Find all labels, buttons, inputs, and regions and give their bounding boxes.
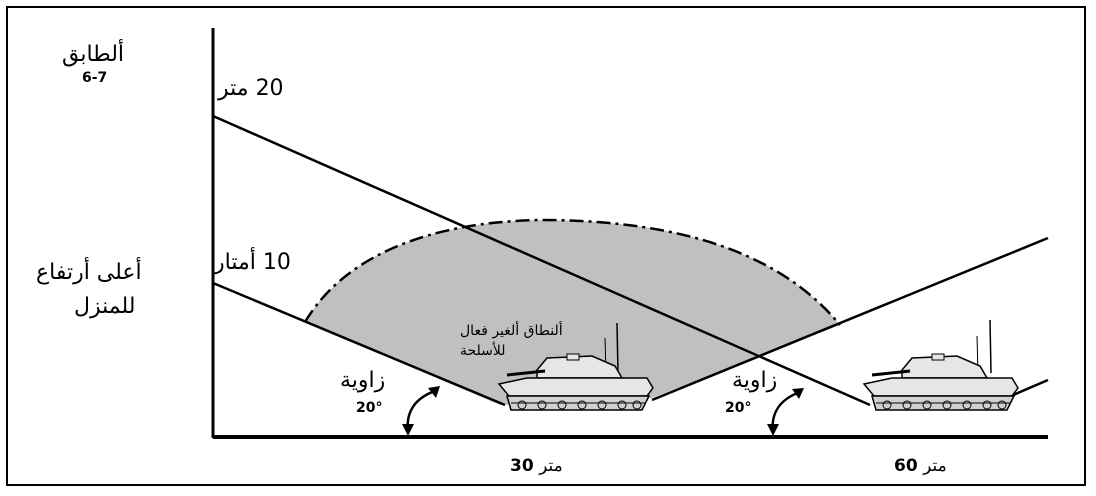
distance-30m-number: 30 — [510, 456, 534, 476]
angle-left-word: زاوية — [340, 368, 386, 393]
distance-60m-unit: متر — [923, 456, 947, 476]
dead-zone-label-line2: للأسلحة — [460, 343, 506, 359]
angle-arrow-right-head-bottom — [767, 424, 779, 436]
tank1-max-elevation-line — [651, 236, 1049, 402]
angle-arrow-left-head-bottom — [402, 424, 414, 436]
angle-arrow-left-head-top — [428, 386, 440, 398]
angle-left-degrees: 20° — [356, 400, 383, 416]
dead-zone-boundary — [303, 218, 841, 326]
floor-number: 6-7 — [82, 70, 108, 86]
distance-30m-unit: متر — [539, 456, 563, 476]
angle-arrow-right-head-top — [792, 388, 804, 399]
house-height-label-line2: للمنزل — [74, 294, 136, 319]
tank-icon — [862, 319, 1019, 411]
distance-60m-label: متر 60 — [894, 456, 947, 476]
height-10m-label: 10 أمتار — [214, 250, 291, 275]
line-of-fire-10m — [212, 281, 506, 407]
dead-zone-area — [305, 220, 840, 405]
angle-right-word: زاوية — [732, 368, 778, 393]
height-20m-label: 20 متر — [218, 76, 284, 101]
house-height-label-line1: أعلى أرتفاع — [36, 260, 142, 285]
distance-60m-number: 60 — [894, 456, 918, 476]
dead-zone-label-line1: ألنطاق ألغير فعال — [460, 323, 563, 339]
distance-30m-label: متر 30 — [510, 456, 563, 476]
angle-right-degrees: 20° — [725, 400, 752, 416]
floor-title: ألطابق — [62, 42, 125, 67]
tank-icon — [497, 322, 654, 411]
